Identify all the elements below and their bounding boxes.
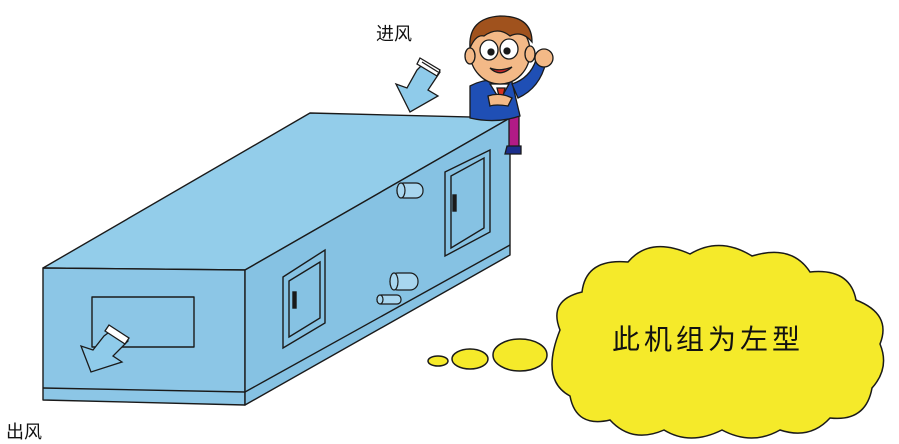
bubble-dot-small (427, 355, 449, 367)
bubble-cloud (551, 244, 885, 439)
airflow-arrow-icon (79, 324, 130, 373)
outlet-label: 出风 (6, 422, 42, 443)
access-door-left (282, 248, 326, 350)
cartoon-boy-icon (464, 15, 554, 155)
speech-bubble-text: 此机组为左型 (612, 323, 805, 356)
airflow-arrow-icon (394, 57, 441, 113)
pipe-connector-icon (376, 182, 424, 305)
bubble-dot-medium (451, 348, 489, 370)
access-door-right (444, 148, 491, 258)
speech-bubble (427, 244, 885, 439)
door-handle-icon (292, 291, 297, 309)
bubble-dot-large (492, 338, 548, 372)
door-handle-icon (452, 194, 457, 212)
inlet-label: 进风 (376, 24, 412, 45)
unit-side-face (244, 117, 511, 406)
